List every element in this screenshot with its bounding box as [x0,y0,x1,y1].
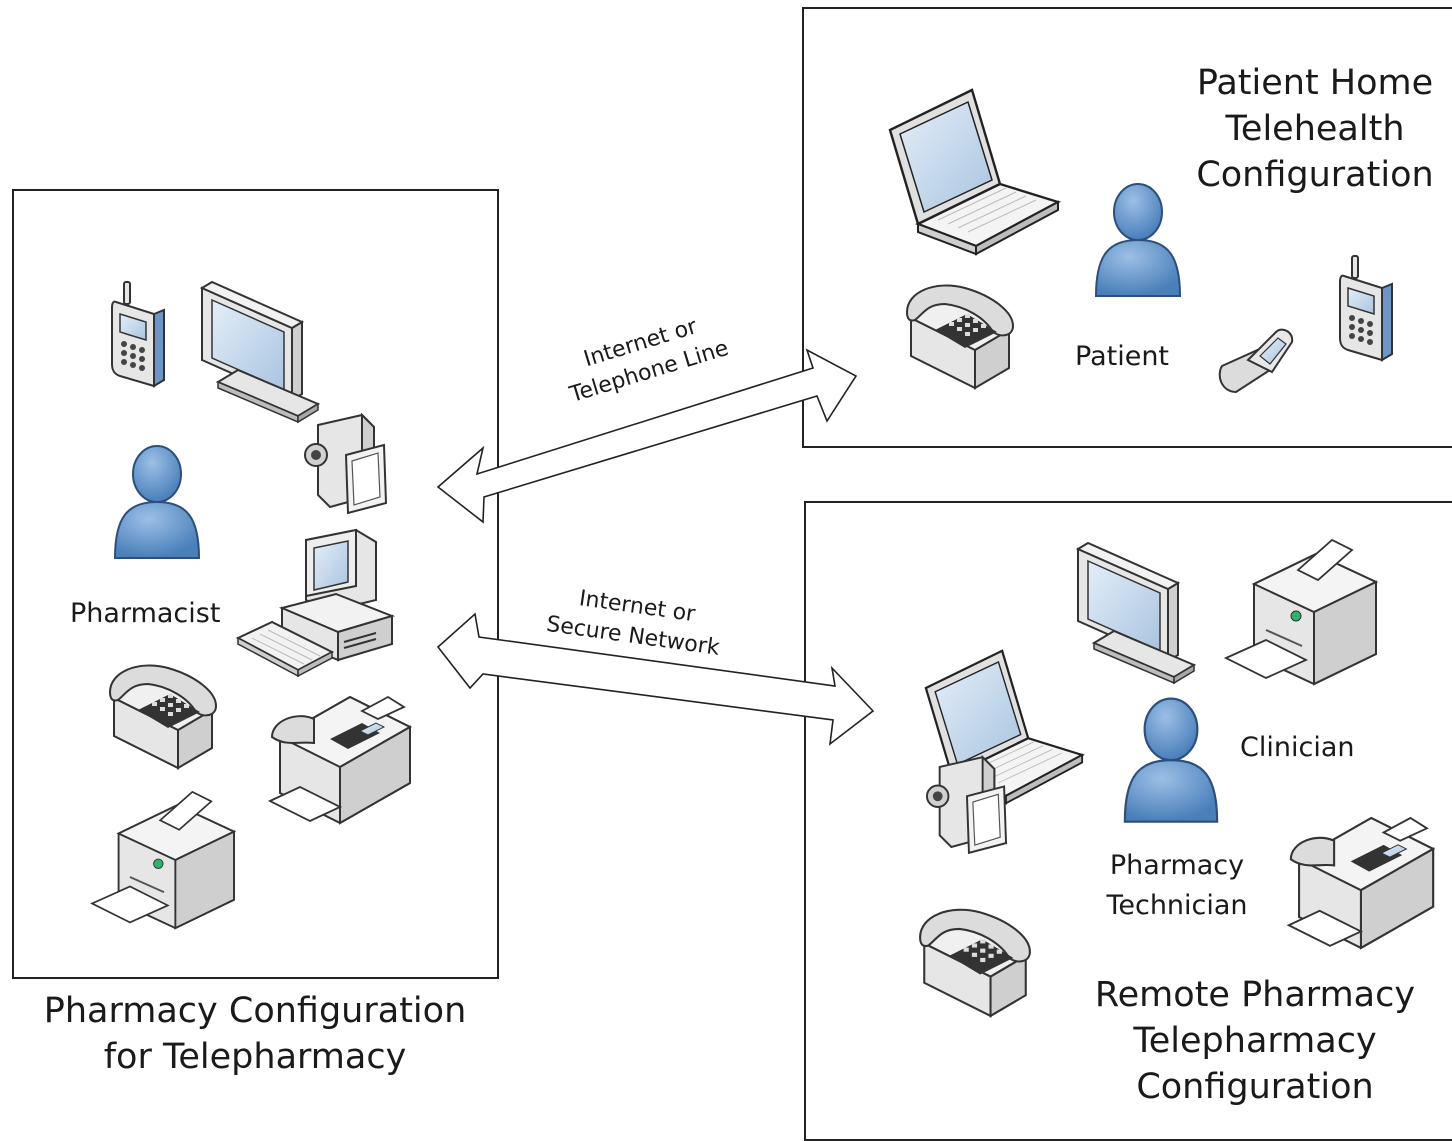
laptop-icon [888,88,1060,256]
patient-title-line2: Telehealth [1225,109,1405,149]
flip-phone-icon [1218,328,1294,393]
technician-line1: Pharmacy [1109,850,1245,881]
pharmacist-label: Pharmacist [70,598,221,629]
patient-home-title: Patient Home Telehealth Configuration [1180,60,1450,198]
pharmacy-caption-line1: Pharmacy Configuration [43,991,467,1031]
technician-line2: Technician [1106,890,1248,921]
person-icon [1095,183,1181,297]
telephone-icon [919,908,1031,1017]
printer-icon [1225,539,1377,685]
patient-label: Patient [1075,341,1170,372]
person-icon [114,445,200,559]
telephone-icon [109,664,217,769]
fax-machine-icon [1287,816,1435,949]
cell-phone-icon [1339,255,1393,361]
printer-icon [91,790,235,930]
keyboard-icon [237,621,333,677]
patient-title-line1: Patient Home [1196,63,1434,103]
person-icon [1123,697,1219,823]
video-camera-icon [304,414,387,514]
remote-title-line1: Remote Pharmacy [1094,975,1416,1015]
monitor-icon [201,281,319,423]
telephone-icon [906,284,1014,389]
remote-title-line3: Configuration [1136,1067,1374,1107]
cell-phone-icon [111,281,165,387]
pharmacy-technician-label: Pharmacy Technician [1092,846,1262,926]
video-camera-icon [926,756,1008,854]
pharmacy-caption-line2: for Telepharmacy [103,1037,407,1077]
patient-title-line3: Configuration [1196,155,1434,195]
monitor-icon [1077,542,1195,684]
pharmacy-configuration-caption: Pharmacy Configuration for Telepharmacy [30,988,480,1080]
fax-machine-icon [269,696,411,824]
clinician-label: Clinician [1240,732,1355,763]
remote-pharmacy-title: Remote Pharmacy Telepharmacy Configurati… [1090,972,1420,1110]
remote-title-line2: Telepharmacy [1133,1021,1377,1061]
